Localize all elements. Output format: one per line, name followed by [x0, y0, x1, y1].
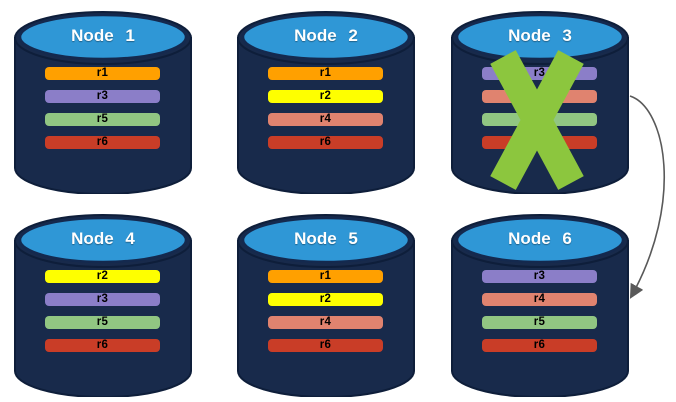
failover-arrow-path [629, 95, 666, 299]
replica-label: r5 [96, 316, 109, 328]
failure-x-glyph [490, 50, 584, 190]
replica-bar-r1: r1 [268, 67, 383, 80]
replica-bar-r2: r2 [268, 90, 383, 103]
replica-bar-r6: r6 [482, 339, 597, 352]
replica-label: r4 [533, 293, 546, 305]
replica-label: r5 [96, 113, 109, 125]
replica-label: r1 [319, 270, 332, 282]
node-label: Node 2 [294, 26, 358, 45]
replica-bar-r3: r3 [45, 293, 160, 306]
replica-label: r2 [319, 293, 332, 305]
replica-bar-r3: r3 [482, 270, 597, 283]
replica-label: r3 [533, 67, 546, 79]
replica-bar-r4: r4 [268, 113, 383, 126]
replica-label: r3 [96, 90, 109, 102]
replica-label: r6 [319, 339, 332, 351]
node-label: Node 5 [294, 229, 358, 248]
replica-bar-r1: r1 [268, 270, 383, 283]
replica-label: r2 [319, 90, 332, 102]
node-label: Node 6 [508, 229, 572, 248]
replica-bar-r4: r4 [268, 316, 383, 329]
replica-label: r1 [319, 67, 332, 79]
replica-bar-r5: r5 [45, 113, 160, 126]
replica-bar-r5: r5 [482, 316, 597, 329]
db-node-6: Node 6 r3 r4 r5 r6 [450, 213, 630, 397]
node-label: Node 1 [71, 26, 135, 45]
replica-label: r6 [533, 339, 546, 351]
failover-arrow [629, 95, 666, 299]
replica-label: r3 [533, 270, 546, 282]
replica-bar-r3: r3 [45, 90, 160, 103]
node-label: Node 4 [71, 229, 135, 248]
replica-bar-r6: r6 [268, 136, 383, 149]
replica-bar-r5: r5 [45, 316, 160, 329]
replica-bar-r6: r6 [268, 339, 383, 352]
replica-label: r1 [96, 67, 109, 79]
replica-bar-r2: r2 [45, 270, 160, 283]
db-node-4: Node 4 r2 r3 r5 r6 [13, 213, 193, 397]
db-node-5: Node 5 r1 r2 r4 r6 [236, 213, 416, 397]
replica-label: r6 [96, 136, 109, 148]
replica-label: r2 [96, 270, 109, 282]
replica-label: r5 [533, 316, 546, 328]
replica-bar-r1: r1 [45, 67, 160, 80]
node-label: Node 3 [508, 26, 572, 45]
replica-label: r4 [319, 316, 332, 328]
db-node-1: Node 1 r1 r3 r5 r6 [13, 10, 193, 194]
replica-bar-r6: r6 [45, 136, 160, 149]
replica-label: r3 [96, 293, 109, 305]
replica-bar-r6: r6 [45, 339, 160, 352]
replica-label: r6 [319, 136, 332, 148]
replica-bar-r2: r2 [268, 293, 383, 306]
replica-label: r6 [96, 339, 109, 351]
replica-bar-r4: r4 [482, 293, 597, 306]
failure-x-icon [486, 50, 588, 190]
db-node-2: Node 2 r1 r2 r4 r6 [236, 10, 416, 194]
replica-label: r4 [319, 113, 332, 125]
